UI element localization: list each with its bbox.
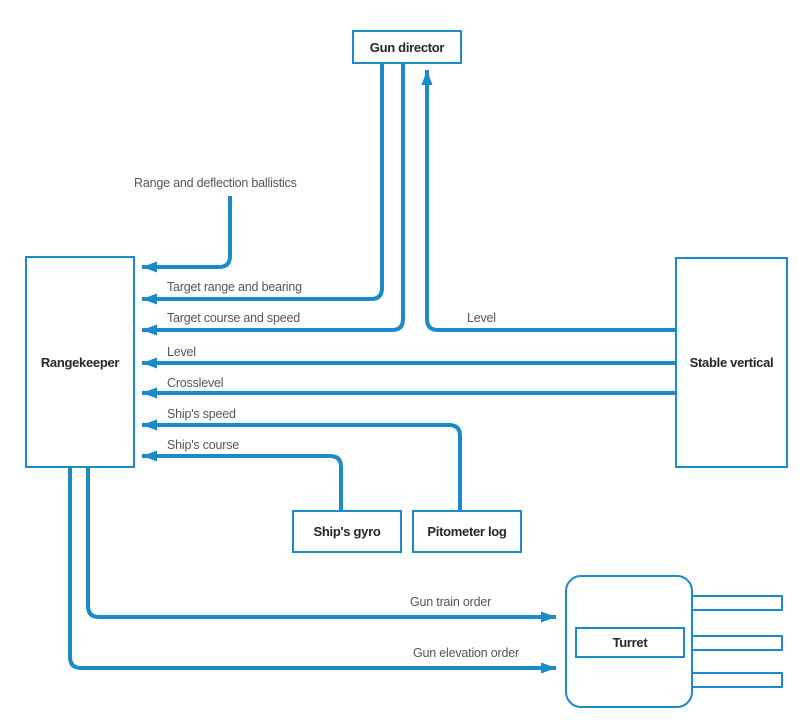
label-range-deflection-ballistics: Range and deflection ballistics [134,176,297,190]
label-level-to-rangekeeper: Level [167,345,196,359]
node-gun-director: Gun director [352,30,462,64]
label-level-to-gun-director: Level [467,311,496,325]
edge-ships-speed [142,419,462,512]
node-ships-gyro: Ship's gyro [292,510,402,553]
gun-barrel-icon [691,595,783,611]
edge-ships-course [142,450,343,512]
label-ships-speed: Ship's speed [167,407,236,421]
node-stable-vertical: Stable vertical [675,257,788,468]
edge-range-deflection-ballistics [142,196,232,273]
gun-barrel-icon [691,635,783,651]
edge-gun-train-order [86,468,556,623]
gun-barrel-icon [691,672,783,688]
label-crosslevel: Crosslevel [167,376,224,390]
node-rangekeeper: Rangekeeper [25,256,135,468]
edge-level-to-gun-director [421,70,675,332]
node-pitometer-log: Pitometer log [412,510,522,553]
label-target-course-speed: Target course and speed [167,311,300,325]
label-gun-train-order: Gun train order [410,595,492,609]
label-target-range-bearing: Target range and bearing [167,280,302,294]
edge-gun-elevation-order [68,468,556,674]
label-ships-course: Ship's course [167,438,240,452]
edge-target-course-and-speed [142,64,405,336]
node-turret: Turret [575,627,685,658]
edge-target-range-and-bearing [142,64,384,305]
label-gun-elevation-order: Gun elevation order [413,646,519,660]
